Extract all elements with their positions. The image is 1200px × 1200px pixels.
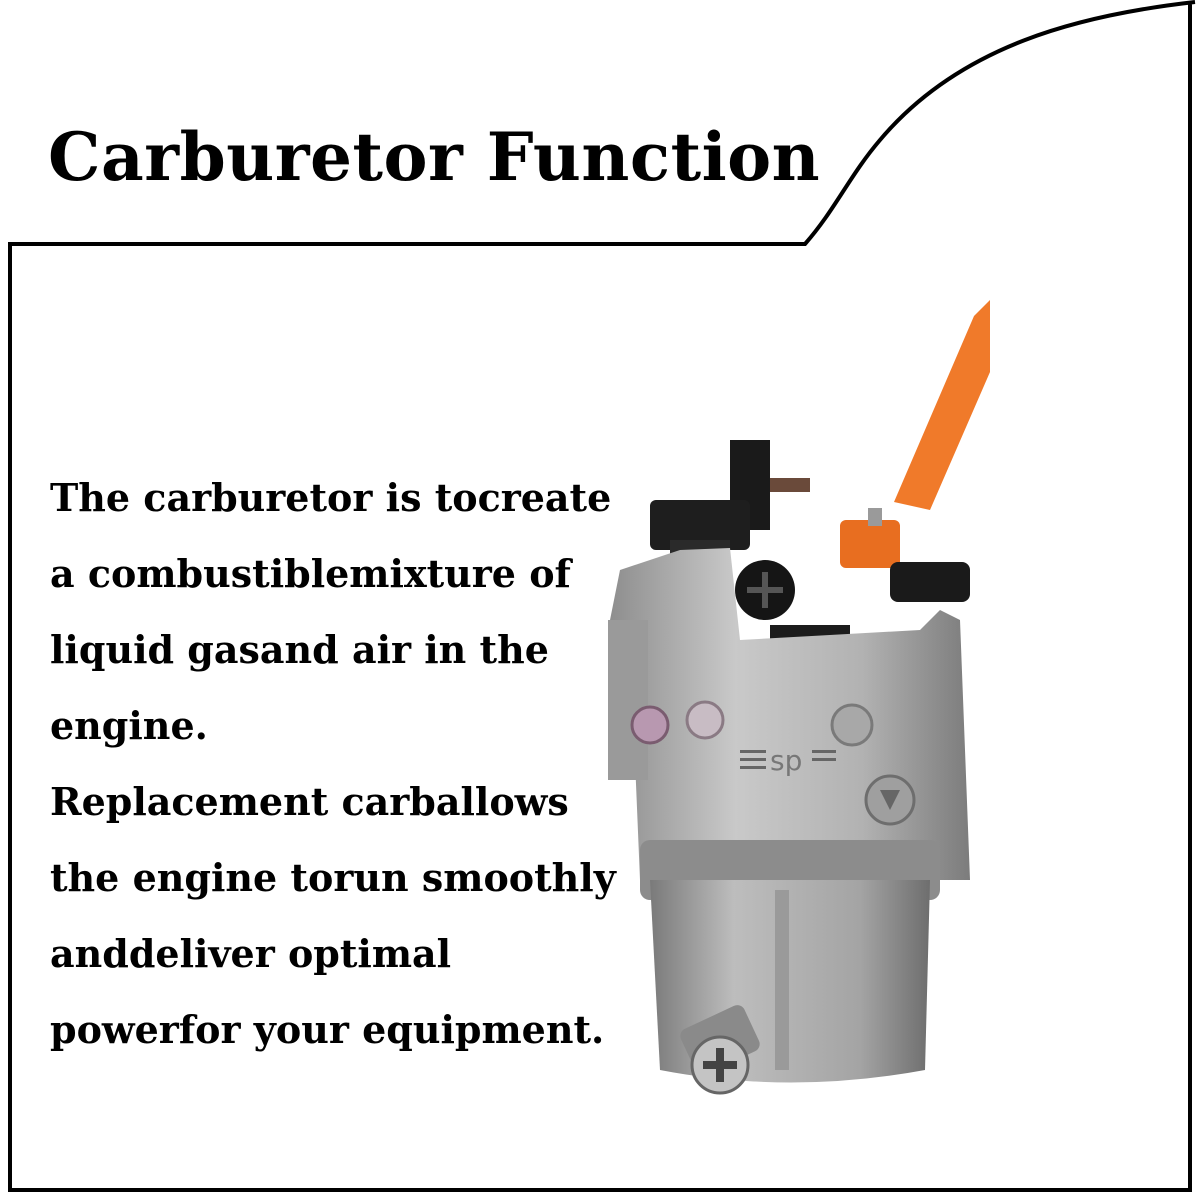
carburetor-body [608,548,970,880]
brand-logo: sp [740,744,836,777]
page-title: Carburetor Function [48,118,821,196]
description-text: The carburetor is tocreate a combustible… [50,460,650,1068]
description-line: Replacement carballows [50,779,569,824]
description-line: engine. [50,703,208,748]
carburetor-image: sp [608,300,990,1095]
description-line: a combustiblemixture of [50,551,571,596]
description-line: The carburetor is tocreate [50,475,612,520]
description-line: liquid gasand air in the [50,627,549,672]
description-line: the engine torun smoothly [50,855,616,900]
description-line: powerfor your equipment. [50,1007,605,1052]
svg-text:sp: sp [770,744,802,777]
choke-lever [840,300,990,568]
drain-screw [680,1005,760,1095]
primer-plugs [630,700,725,745]
description-line: anddeliver optimal [50,931,452,976]
